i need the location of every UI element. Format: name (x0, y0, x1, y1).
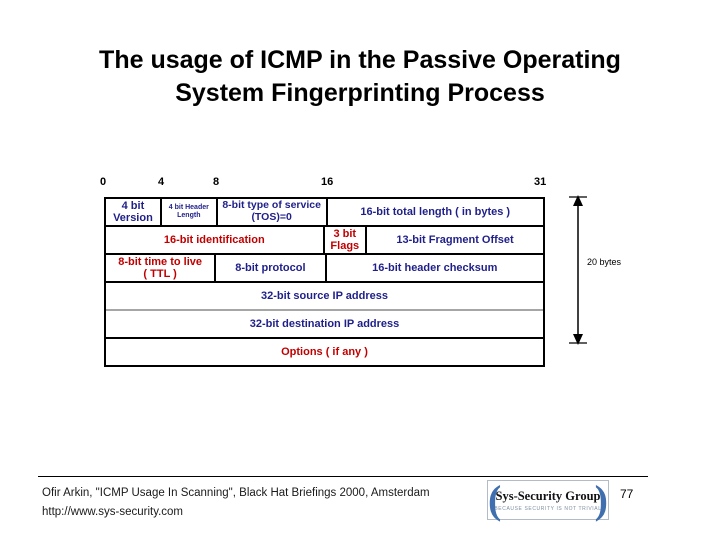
field-total-length: 16-bit total length ( in bytes ) (360, 205, 511, 218)
logo-left-paren-icon: ( (488, 477, 502, 522)
field-ttl: 8-bit time to live ( TTL ) (106, 255, 217, 281)
table-row: 8-bit time to live ( TTL ) 8-bit protoco… (106, 255, 543, 283)
table-row: 32-bit source IP address (106, 283, 543, 311)
field-identification: 16-bit identification (106, 227, 325, 253)
bit-ruler-31: 31 (534, 176, 547, 188)
ip-header-table: 4 bit Version 4 bit Header Length 8-bit … (104, 197, 545, 367)
field-options: Options ( if any ) (281, 345, 368, 358)
logo-tagline: BECAUSE SECURITY IS NOT TRIVIAL (494, 505, 602, 512)
slide-title: The usage of ICMP in the Passive Operati… (20, 44, 700, 110)
table-row: 32-bit destination IP address (106, 311, 543, 339)
slide-title-line1: The usage of ICMP in the Passive Operati… (99, 46, 621, 74)
page-number: 77 (620, 487, 634, 501)
field-protocol: 8-bit protocol (216, 255, 327, 281)
bit-ruler-0: 0 (100, 176, 107, 188)
field-header-length: 4 bit Header Length (162, 199, 218, 225)
twenty-bytes-arrow-icon (569, 195, 587, 345)
logo-right-paren-icon: ) (594, 477, 608, 522)
footer-divider (38, 476, 648, 477)
table-row: Options ( if any ) (106, 339, 543, 365)
citation: Ofir Arkin, "ICMP Usage In Scanning", Bl… (42, 484, 482, 522)
field-fragment-offset: 13-bit Fragment Offset (396, 233, 514, 246)
slide-title-line2: System Fingerprinting Process (175, 79, 545, 107)
field-type-of-service: 8-bit type of service (TOS)=0 (218, 199, 328, 225)
citation-link: http://www.sys-security.com (42, 506, 184, 518)
bit-ruler-4: 4 (158, 176, 165, 188)
twenty-bytes-label: 20 bytes (587, 257, 622, 267)
bit-ruler-16: 16 (321, 176, 334, 188)
field-source-ip: 32-bit source IP address (261, 289, 388, 302)
field-header-checksum: 16-bit header checksum (372, 261, 498, 274)
bit-ruler-8: 8 (213, 176, 220, 188)
field-flags: 3 bit Flags (325, 227, 368, 253)
table-row: 16-bit identification 3 bit Flags 13-bit… (106, 227, 543, 255)
citation-line1: Ofir Arkin, "ICMP Usage In Scanning", Bl… (42, 487, 430, 499)
logo-name: Sys-Security Group (495, 488, 601, 503)
field-version: 4 bit Version (106, 199, 162, 225)
sys-security-group-logo: ( Sys-Security Group BECAUSE SECURITY IS… (487, 477, 609, 522)
table-row: 4 bit Version 4 bit Header Length 8-bit … (106, 199, 543, 227)
field-destination-ip: 32-bit destination IP address (249, 317, 400, 330)
